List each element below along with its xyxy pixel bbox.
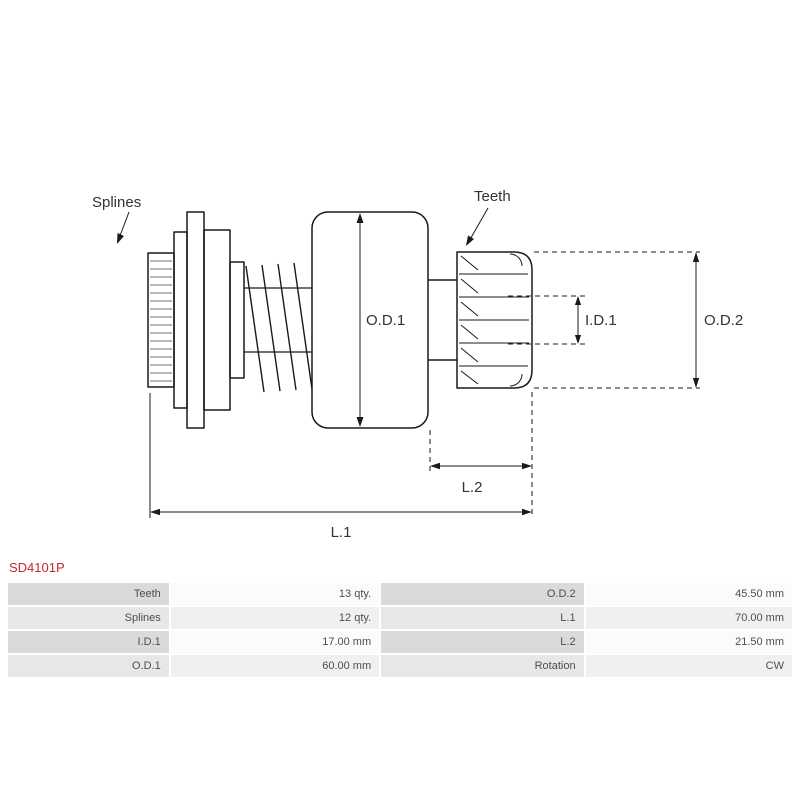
spec-label: Rotation (381, 655, 584, 677)
dimension-lines-dashed (429, 251, 700, 518)
dimension-arrowheads (117, 213, 700, 516)
spec-label: Teeth (8, 583, 169, 605)
pinion-teeth (459, 253, 529, 387)
flange-step (229, 261, 245, 379)
spec-label: Splines (8, 607, 169, 629)
spec-value: 21.50 mm (585, 631, 792, 653)
flange-disc-2 (186, 211, 205, 429)
od2-label: O.D.2 (704, 312, 743, 329)
splines-label: Splines (92, 194, 141, 211)
teeth-label: Teeth (474, 188, 511, 205)
part-number: SD4101P (9, 560, 65, 575)
dimension-lines-solid (117, 207, 697, 518)
od2-extension-lines (534, 251, 700, 389)
flange-disc-1 (173, 231, 188, 409)
l2-label: L.2 (462, 479, 483, 496)
spring (245, 262, 313, 393)
spec-value: 60.00 mm (170, 655, 380, 677)
spec-value: 70.00 mm (585, 607, 792, 629)
clutch-body (311, 211, 429, 429)
id1-label: I.D.1 (585, 312, 617, 329)
spec-value: 17.00 mm (170, 631, 380, 653)
spec-label: O.D.2 (381, 583, 584, 605)
spline-hatching (150, 260, 172, 382)
technical-drawing: Splines Teeth O.D.1 I.D.1 O.D.2 L.2 L.1 (92, 188, 743, 541)
inner-shaft (244, 287, 312, 353)
id1-extension-lines (508, 295, 586, 345)
neck (428, 279, 457, 361)
teeth-pointer-line (467, 207, 489, 244)
l1-label: L.1 (331, 524, 352, 541)
spec-label: O.D.1 (8, 655, 169, 677)
spline-shaft (147, 252, 175, 388)
od1-label: O.D.1 (366, 312, 405, 329)
spec-value: 45.50 mm (585, 583, 792, 605)
drive-assembly (147, 211, 533, 429)
spec-label: L.1 (381, 607, 584, 629)
spec-value: 12 qty. (170, 607, 380, 629)
pinion-outline (456, 251, 533, 389)
spec-label: L.2 (381, 631, 584, 653)
flange-disc-3 (203, 229, 231, 411)
spec-value: CW (585, 655, 792, 677)
spec-label: I.D.1 (8, 631, 169, 653)
specs-table: Teeth 13 qty. O.D.2 45.50 mm Splines 12 … (8, 583, 792, 677)
spec-value: 13 qty. (170, 583, 380, 605)
